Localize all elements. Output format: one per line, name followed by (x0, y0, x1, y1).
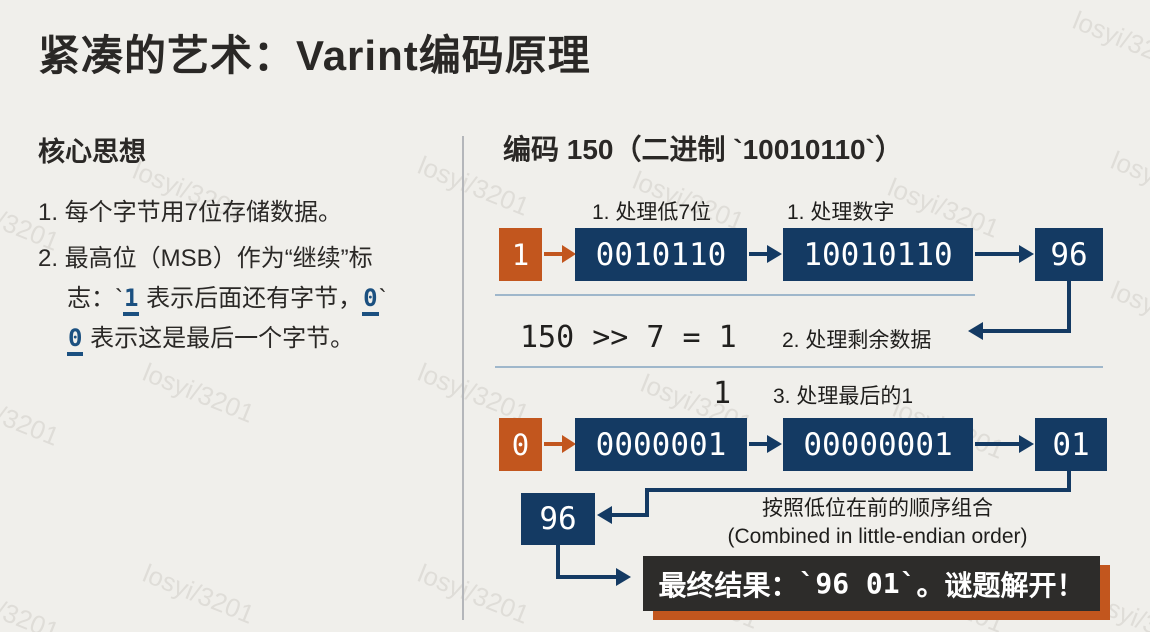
end-bit-0-code: 0 (362, 284, 379, 316)
row2-msb-flag-box: 0 (499, 418, 542, 471)
arrow-right-icon (616, 568, 631, 586)
orange-arrow-right-icon (562, 245, 576, 263)
orange-arrow-shaft (544, 252, 564, 256)
arrow-right-icon (1019, 435, 1034, 453)
column-divider (462, 136, 464, 620)
arrow-left-icon (597, 506, 612, 524)
row2-full-byte-box: 00000001 (783, 418, 973, 471)
arrow-right-icon (767, 245, 782, 263)
core-idea-item-2-line-1: 2. 最高位（MSB）作为“继续”标 (38, 245, 373, 272)
core-idea-item-1: 1. 每个字节用7位存储数据。 (38, 199, 343, 226)
first-byte-box: 96 (521, 493, 595, 545)
arrow-shaft (975, 442, 1021, 446)
step-number-label: 1. 处理数字 (787, 201, 895, 224)
step-remaining-label: 2. 处理剩余数据 (782, 329, 932, 352)
orange-arrow-shaft (544, 442, 564, 446)
arrow-shaft (975, 252, 1021, 256)
connector-line (645, 488, 649, 517)
connector-line (983, 329, 1071, 333)
separator-line (495, 366, 1103, 368)
watermark-text: losyi/3201 (138, 558, 259, 630)
core-idea-item-2-line-3: 0 表示这是最后一个字节。 (67, 318, 355, 356)
item-2-text-c: ` (378, 285, 387, 312)
step-low7-label: 1. 处理低7位 (592, 201, 712, 224)
row2-hex-byte-box: 01 (1035, 418, 1107, 471)
core-idea-item-2-line-2: 志：`1 表示后面还有字节，0` (67, 278, 387, 316)
arrow-right-icon (767, 435, 782, 453)
watermark-text: losyi/3201 (413, 558, 534, 630)
combine-caption-zh: 按照低位在前的顺序组合 (762, 497, 993, 520)
row1-msb-flag-box: 1 (499, 228, 542, 281)
row1-hex-byte-box: 96 (1035, 228, 1103, 281)
arrow-left-icon (968, 322, 983, 340)
row1-full-byte-box: 10010110 (783, 228, 973, 281)
item-2-text-d: 表示这是最后一个字节。 (83, 325, 355, 352)
remaining-value: 1 (713, 376, 732, 411)
step-last1-label: 3. 处理最后的1 (773, 385, 914, 408)
arrow-shaft (749, 252, 769, 256)
arrow-shaft (749, 442, 769, 446)
final-result-code: `96 01` (798, 567, 917, 600)
core-idea-heading: 核心思想 (38, 137, 146, 167)
item-2-text-a: 志：` (67, 285, 123, 312)
watermark-text: losyi/3201 (0, 380, 64, 452)
arrow-right-icon (1019, 245, 1034, 263)
encode-150-heading: 编码 150（二进制 `10010110`） (503, 134, 903, 165)
watermark-text: losyi/3201 (1068, 5, 1150, 77)
final-result-suffix: 。谜题解开！ (916, 569, 1085, 601)
slide-title: 紧凑的艺术：Varint编码原理 (38, 32, 591, 79)
connector-line (1067, 471, 1071, 492)
final-result-prefix: 最终结果： (658, 569, 799, 601)
watermark-text: losyi/3201 (1106, 145, 1150, 217)
connector-line (556, 545, 560, 579)
watermark-text: losyi/3201 (138, 357, 259, 429)
end-bit-0-code-2: 0 (67, 324, 84, 356)
connector-line (645, 488, 1071, 492)
row2-low7-bits-box: 0000001 (575, 418, 747, 471)
combine-caption: 按照低位在前的顺序组合 (Combined in little-endian o… (655, 495, 1100, 551)
connector-line (612, 513, 649, 517)
continue-bit-1-code: 1 (123, 284, 140, 316)
watermark-text: losyi/3201 (1106, 275, 1150, 347)
shift-formula: 150 >> 7 = 1 (520, 320, 737, 355)
combine-caption-en: (Combined in little-endian order) (727, 525, 1028, 548)
connector-line (1067, 281, 1071, 333)
orange-arrow-right-icon (562, 435, 576, 453)
row1-low7-bits-box: 0010110 (575, 228, 747, 281)
final-result-box: 最终结果：`96 01`。谜题解开！ (643, 556, 1100, 611)
connector-line (556, 575, 618, 579)
separator-line (495, 294, 975, 296)
watermark-text: losyi/3201 (0, 575, 64, 632)
item-2-text-b: 表示后面还有字节， (139, 285, 363, 312)
